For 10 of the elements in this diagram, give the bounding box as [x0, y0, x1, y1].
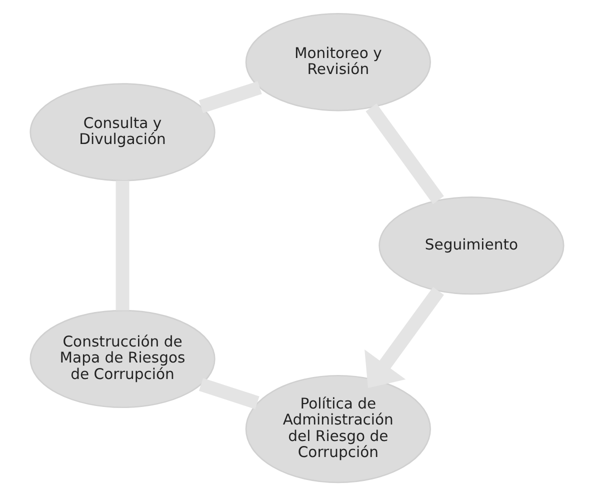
connector: [198, 81, 262, 114]
node-ellipse: Construcción de Mapa de Riesgos de Corrupción: [29, 310, 215, 408]
connector: [115, 180, 129, 310]
node-ellipse: Política de Administración del Riesgo de Corrupción: [244, 374, 430, 484]
node-ellipse: Seguimiento: [378, 196, 564, 295]
node-ellipse: Consulta y Divulgación: [29, 83, 215, 182]
connector: [198, 378, 259, 410]
connector: [365, 104, 444, 204]
node-ellipse: Monitoreo y Revisión: [244, 13, 430, 112]
arrow: [364, 286, 444, 388]
